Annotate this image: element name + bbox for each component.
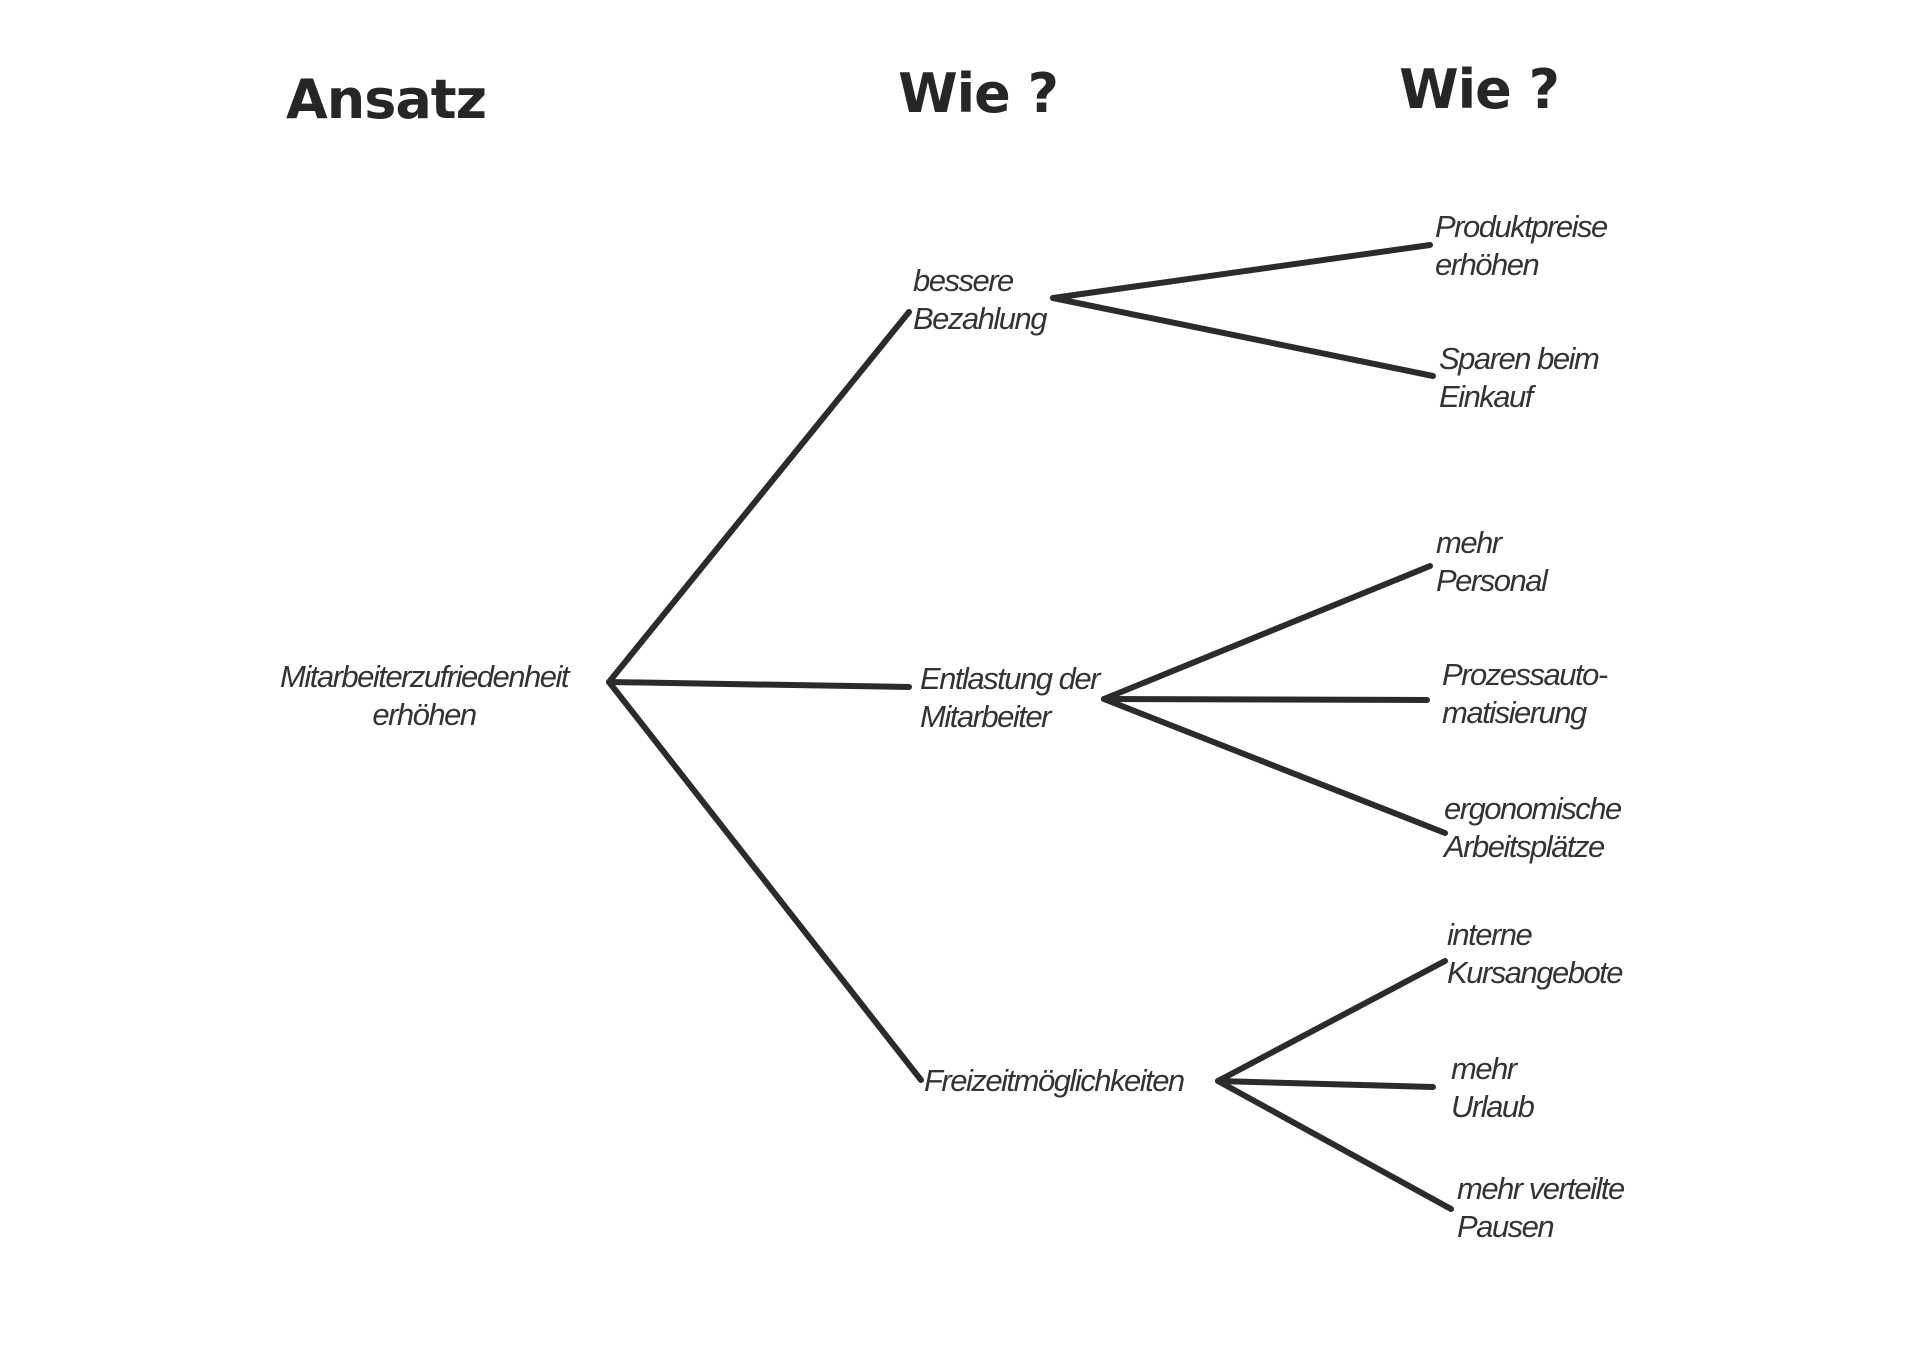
node-line1: Freizeitmöglichkeiten — [924, 1063, 1185, 1098]
leaf-line1: ergonomische — [1444, 791, 1622, 826]
edge-entlastung-ergonomie — [1101, 696, 1448, 836]
node-line1: Entlastung der — [920, 661, 1100, 696]
root-line1: Mitarbeiterzufriedenheit — [280, 659, 569, 694]
edge-root-entlastung — [606, 679, 912, 690]
leaf-line2: Einkauf — [1439, 379, 1533, 414]
node-bezahlung: bessere Bezahlung — [913, 262, 1048, 338]
leaf-line1: Prozessauto- — [1442, 657, 1608, 692]
node-entlastung: Entlastung der Mitarbeiter — [920, 660, 1100, 736]
leaf-pausen: mehr verteilte Pausen — [1457, 1170, 1625, 1246]
edge-entlastung-prozess — [1101, 696, 1430, 703]
node-line2: Mitarbeiter — [920, 699, 1051, 734]
leaf-line2: Arbeitsplätze — [1444, 829, 1605, 864]
leaf-kursangebote: interne Kursangebote — [1447, 916, 1624, 992]
leaf-line2: erhöhen — [1435, 247, 1540, 282]
root-line2: erhöhen — [372, 697, 477, 732]
header-ansatz: Ansatz — [285, 68, 487, 131]
leaf-ergonomie: ergonomische Arbeitsplätze — [1444, 790, 1622, 866]
node-line1: bessere — [913, 263, 1014, 298]
edge-freizeit-pausen — [1215, 1078, 1454, 1212]
leaf-line1: Sparen beim — [1439, 341, 1600, 376]
leaf-line2: Pausen — [1457, 1209, 1555, 1244]
leaf-urlaub: mehr Urlaub — [1451, 1050, 1535, 1126]
node-line2: Bezahlung — [913, 301, 1048, 336]
edge-root-bezahlung — [606, 309, 912, 685]
header-wie-2: Wie ? — [1399, 58, 1560, 121]
leaf-line1: interne — [1447, 917, 1533, 952]
leaf-line2: Kursangebote — [1447, 955, 1624, 990]
leaf-prozessautomatisierung: Prozessauto- matisierung — [1442, 656, 1608, 732]
header-wie-1: Wie ? — [898, 62, 1059, 125]
leaf-line2: matisierung — [1442, 695, 1587, 730]
edge-bezahlung-produktpreise — [1050, 242, 1433, 301]
leaf-sparen: Sparen beim Einkauf — [1439, 340, 1600, 416]
leaf-personal: mehr Personal — [1436, 524, 1548, 600]
edge-freizeit-kurse — [1215, 958, 1448, 1084]
leaf-line1: mehr — [1436, 525, 1502, 560]
leaf-line1: mehr — [1451, 1051, 1517, 1086]
root-node: Mitarbeiterzufriedenheit erhöhen — [280, 658, 569, 734]
leaf-line1: mehr verteilte — [1457, 1171, 1625, 1206]
edge-freizeit-urlaub — [1215, 1078, 1436, 1090]
edge-entlastung-personal — [1101, 563, 1433, 702]
leaf-line2: Personal — [1436, 563, 1548, 598]
edge-root-freizeit — [606, 679, 924, 1083]
edge-bezahlung-sparen — [1050, 295, 1436, 379]
leaf-produktpreise: Produktpreise erhöhen — [1435, 208, 1608, 284]
leaf-line1: Produktpreise — [1435, 209, 1608, 244]
leaf-line2: Urlaub — [1451, 1089, 1535, 1124]
node-freizeit: Freizeitmöglichkeiten — [924, 1062, 1185, 1100]
